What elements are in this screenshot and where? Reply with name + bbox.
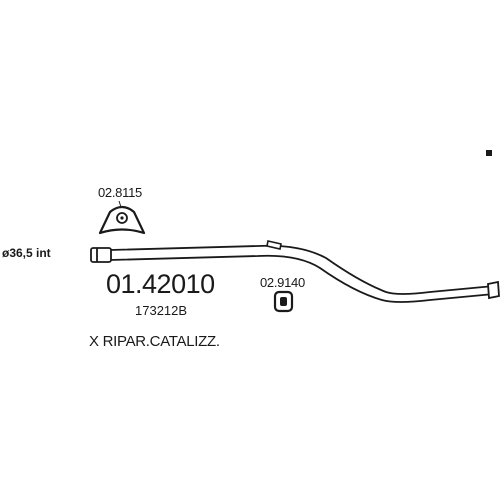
oem-code: 173212B	[135, 303, 188, 318]
pipe-inlet-end	[90, 247, 112, 263]
pipe-hanger-bracket	[266, 240, 282, 250]
clamp-code: 02.8115	[98, 185, 142, 200]
main-part-code: 01.42010	[106, 269, 215, 299]
rubber-hanger-shape	[273, 290, 294, 313]
pipe-outlet-end	[487, 280, 500, 300]
flange-clamp-shape	[98, 205, 146, 235]
diameter-label: ø36,5 int	[2, 246, 51, 260]
exhaust-pipe	[109, 244, 495, 303]
part-description: X RIPAR.CATALIZZ.	[89, 333, 220, 350]
corner-mark	[486, 150, 492, 156]
hanger-code: 02.9140	[260, 275, 305, 290]
